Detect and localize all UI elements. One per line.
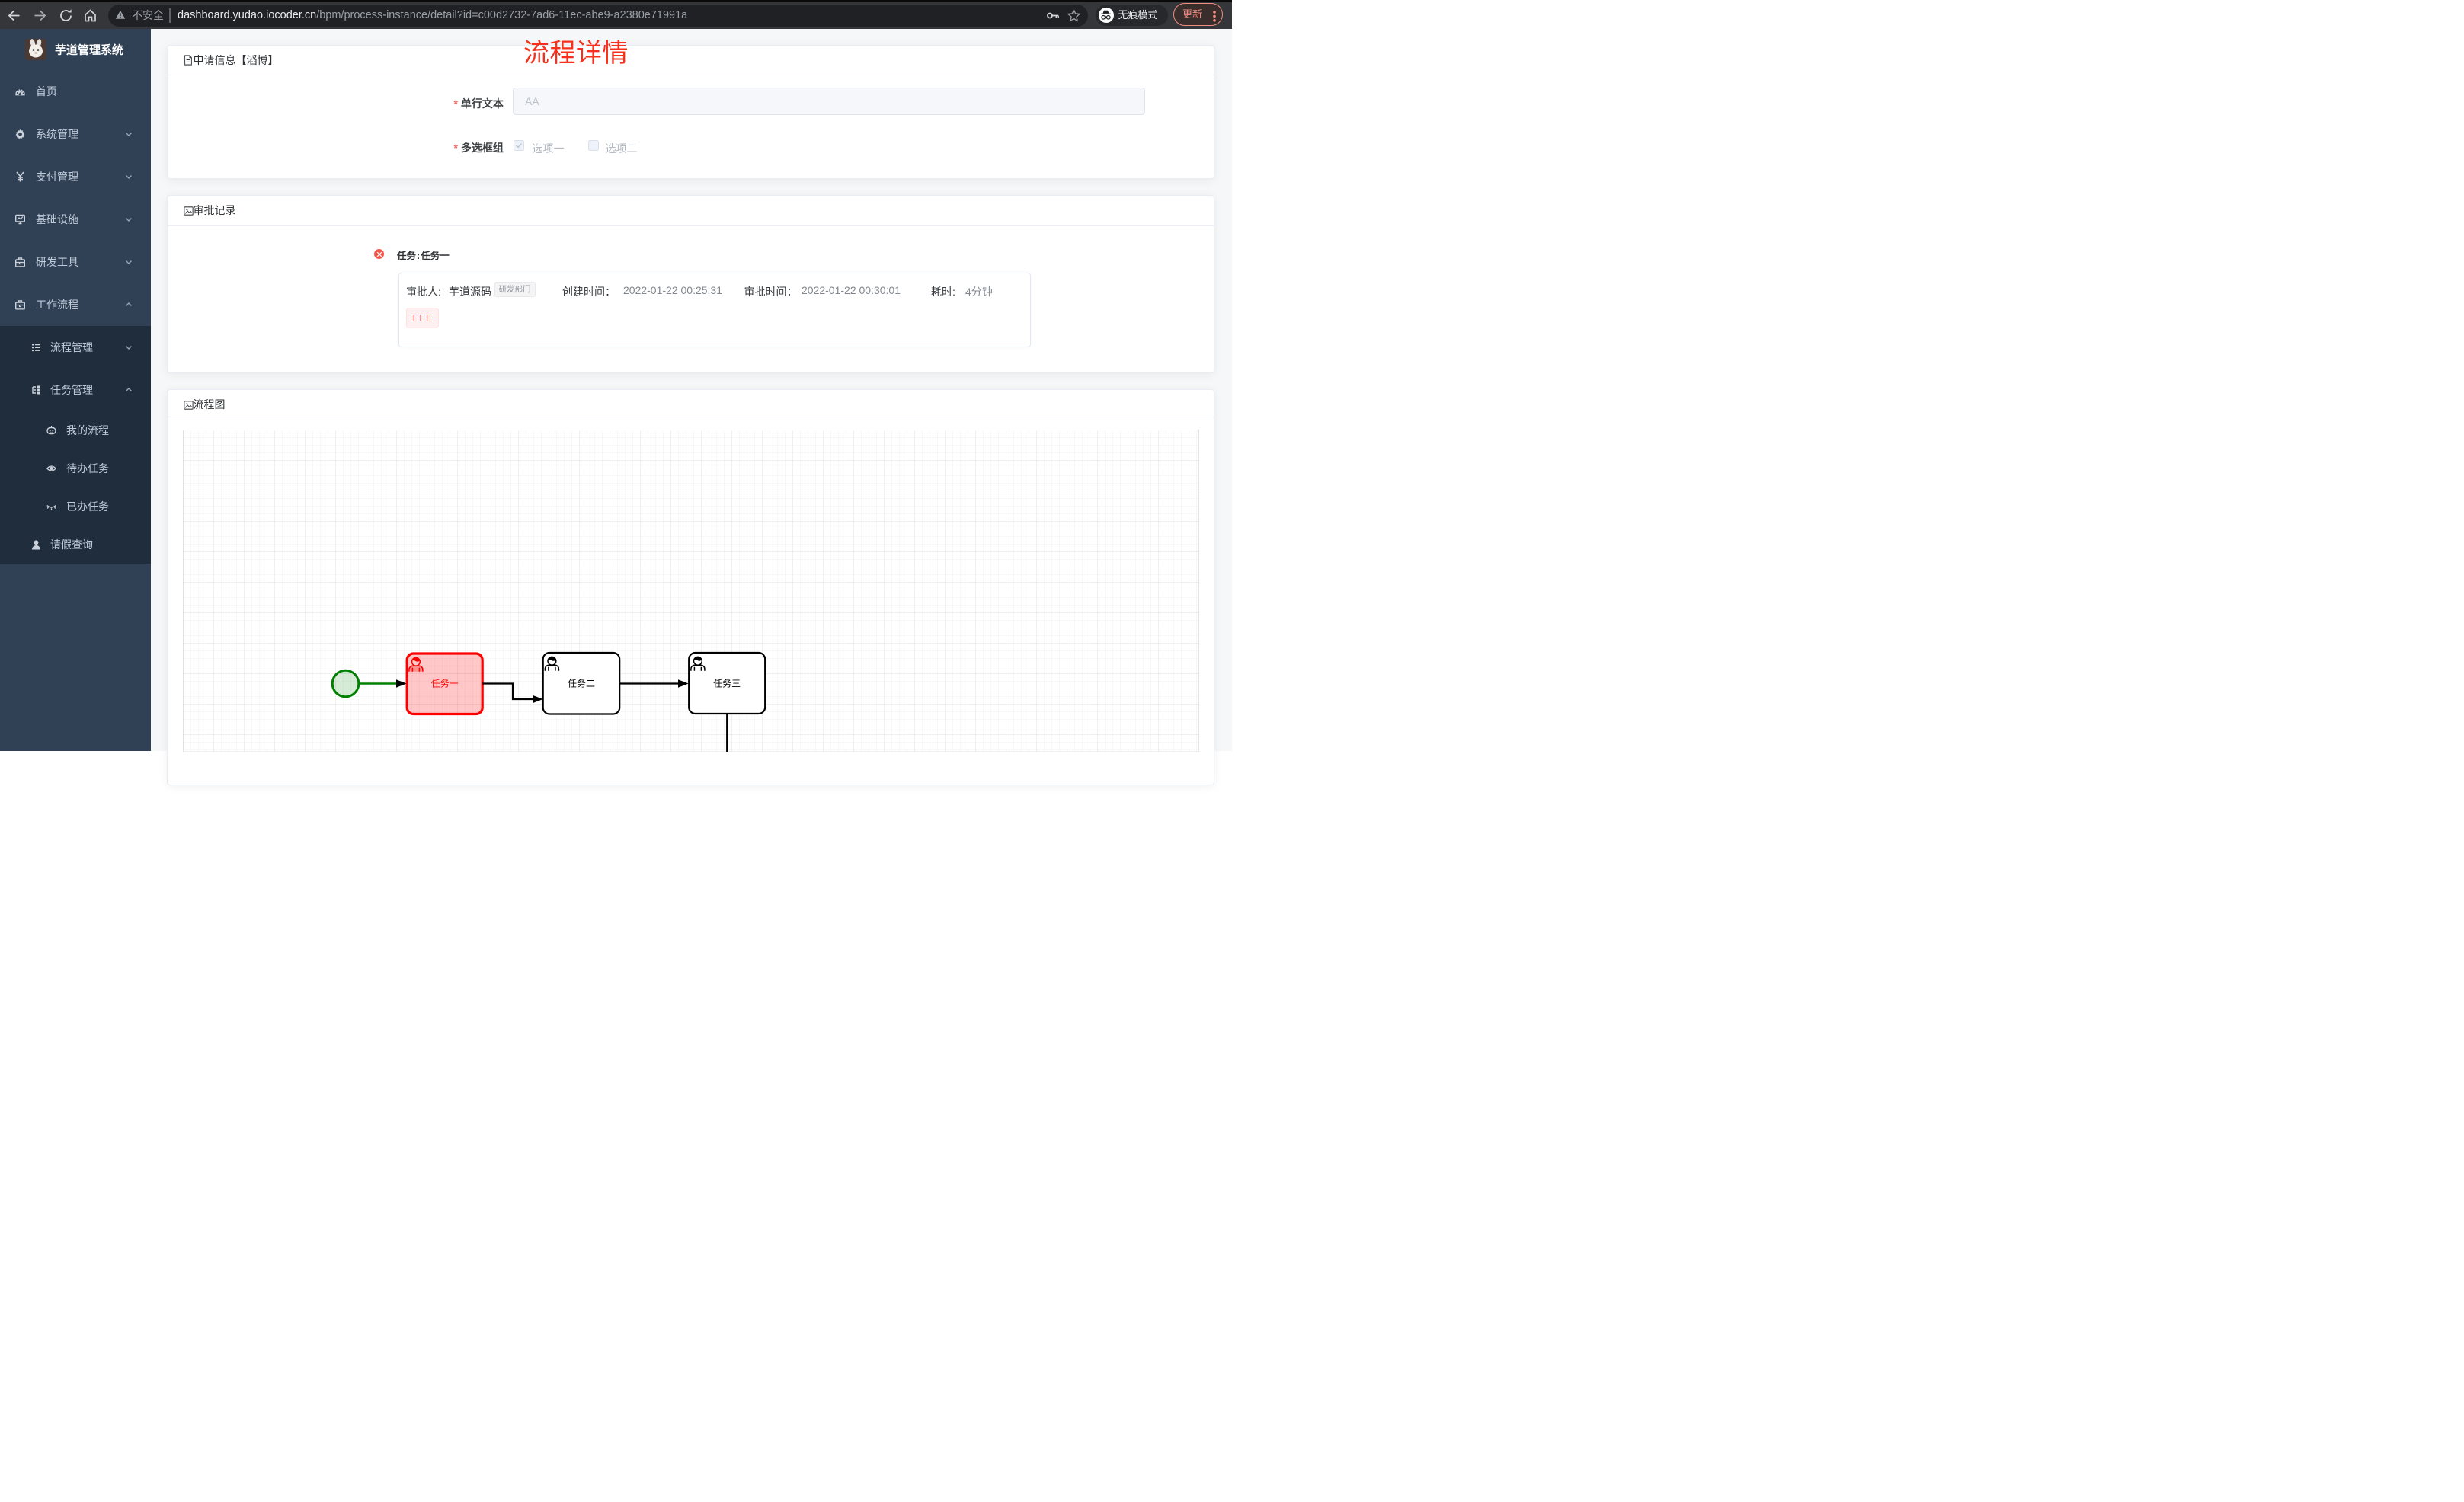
svg-text:任务二: 任务二 — [568, 678, 595, 689]
svg-text:任务一: 任务一 — [431, 678, 459, 689]
svg-text:任务三: 任务三 — [714, 678, 741, 689]
